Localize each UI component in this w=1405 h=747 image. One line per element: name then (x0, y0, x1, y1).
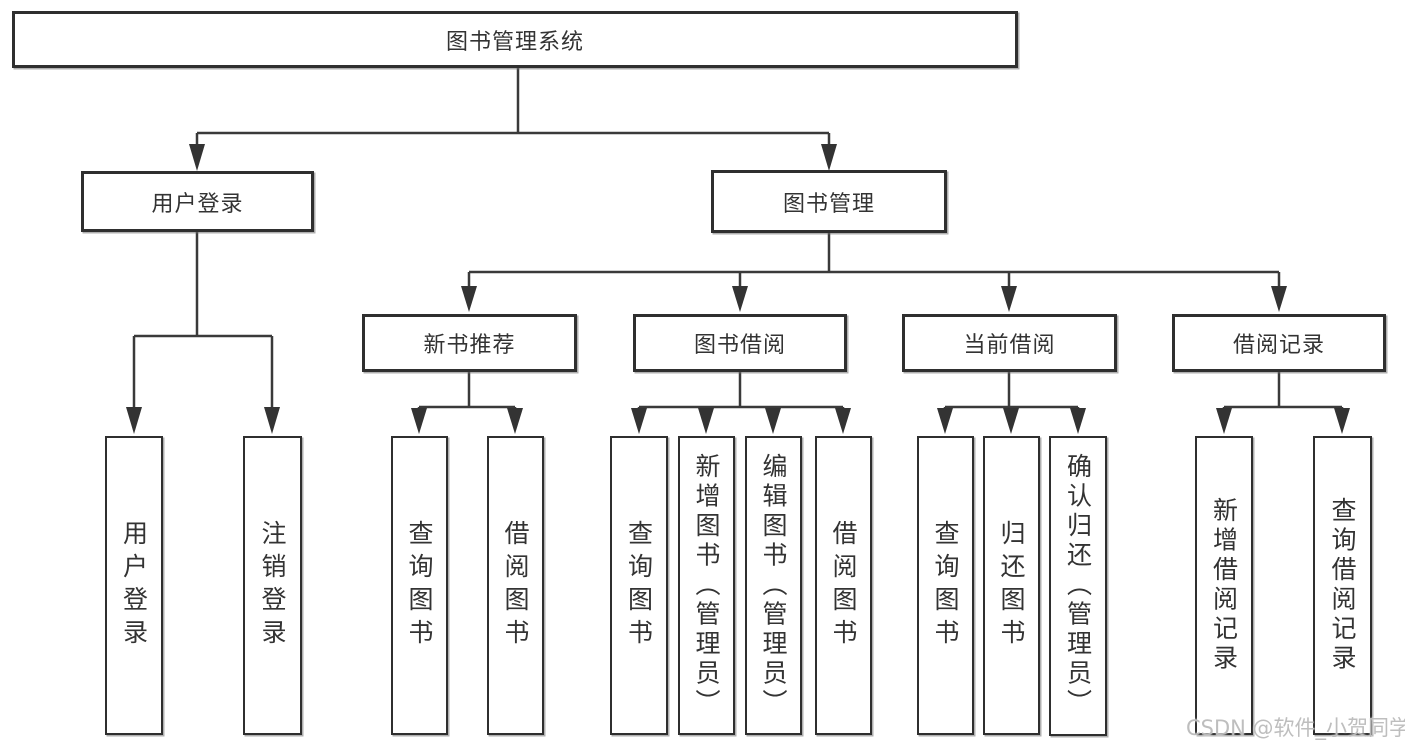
node-label: 确认归还（管理员） (1063, 453, 1093, 719)
arrowhead (507, 408, 523, 434)
node-borrowing-records: 借阅记录 (1172, 314, 1386, 372)
leaf-query-books-borrowing: 查询图书 (610, 436, 668, 735)
node-label: 归还图书 (997, 519, 1026, 652)
node-label: 新增借阅记录 (1209, 497, 1239, 674)
arrowhead (1001, 286, 1017, 312)
arrowhead (1070, 408, 1086, 434)
arrowhead (189, 144, 205, 171)
node-label: 图书管理系统 (445, 29, 584, 55)
node-book-borrowing: 图书借阅 (633, 314, 847, 372)
arrowhead (821, 144, 837, 171)
arrowhead (264, 407, 280, 434)
node-new-book-recommendation: 新书推荐 (362, 314, 577, 372)
csdn-watermark: CSDN @软件_小贺同学 (1186, 716, 1405, 740)
leaf-add-borrow-record: 新增借阅记录 (1195, 436, 1253, 735)
arrowhead (1003, 408, 1019, 434)
node-label: 编辑图书（管理员） (759, 452, 788, 719)
arrowhead (1334, 408, 1350, 434)
node-label: 借阅记录 (1232, 333, 1325, 358)
node-user-login: 用户登录 (81, 171, 314, 232)
node-label: 新书推荐 (423, 333, 516, 358)
node-label: 图书借阅 (693, 333, 786, 358)
leaf-borrow-books-recommend: 借阅图书 (487, 436, 544, 735)
leaf-user-login: 用户登录 (105, 436, 163, 735)
node-label: 注销登录 (258, 519, 287, 652)
node-label: 当前借阅 (963, 333, 1056, 358)
connector-current-borrowing-children (937, 372, 1086, 434)
arrowhead (631, 408, 647, 434)
leaf-query-borrow-record: 查询借阅记录 (1313, 436, 1372, 735)
node-label: 图书管理 (782, 191, 875, 217)
node-label: 查询图书 (931, 519, 960, 652)
arrowhead (732, 286, 748, 312)
leaf-logout-login: 注销登录 (243, 436, 302, 735)
arrowhead (937, 408, 953, 434)
node-label: 查询图书 (405, 519, 434, 652)
node-label: 借阅图书 (829, 519, 858, 652)
connector-borrowing-records-children (1216, 372, 1350, 434)
leaf-borrow-books-borrowing: 借阅图书 (815, 436, 872, 735)
node-label: 查询借阅记录 (1328, 497, 1357, 674)
connector-root-to-level2 (189, 68, 837, 171)
node-root: 图书管理系统 (12, 11, 1018, 68)
leaf-query-books-recommend: 查询图书 (391, 436, 448, 735)
arrowhead (411, 408, 427, 434)
node-label: 新增图书（管理员） (692, 452, 721, 719)
leaf-query-books-current: 查询图书 (917, 436, 974, 735)
connector-user-login-children (126, 232, 280, 434)
leaf-add-books-admin: 新增图书（管理员） (678, 436, 735, 735)
arrowhead (1216, 408, 1232, 434)
node-current-borrowing: 当前借阅 (902, 314, 1117, 372)
node-book-management: 图书管理 (711, 170, 947, 233)
leaf-confirm-return-admin: 确认归还（管理员） (1049, 436, 1107, 736)
arrowhead (835, 408, 851, 434)
node-label: 查询图书 (624, 519, 654, 652)
arrowhead (126, 407, 142, 434)
connector-book-management-children (461, 232, 1287, 312)
node-label: 借阅图书 (501, 519, 530, 652)
arrowhead (698, 408, 714, 434)
connector-book-borrowing-children (631, 372, 851, 434)
node-label: 用户登录 (151, 191, 244, 217)
leaf-edit-books-admin: 编辑图书（管理员） (745, 436, 802, 735)
arrowhead (765, 408, 781, 434)
leaf-return-books: 归还图书 (983, 436, 1040, 735)
arrowhead (461, 286, 477, 312)
connector-new-book-children (411, 372, 523, 434)
arrowhead (1271, 286, 1287, 312)
node-label: 用户登录 (119, 519, 149, 652)
